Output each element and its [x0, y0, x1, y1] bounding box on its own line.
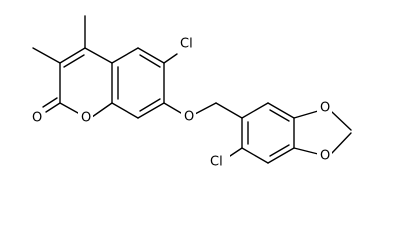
cl-benzyl-label: Cl [210, 155, 223, 170]
bond-c5-c6 [137, 47, 165, 64]
bond-c2-o-carbonyl [45, 102, 61, 113]
bond-c3-methyl [32, 47, 61, 64]
bond-c6-cl [163, 53, 178, 64]
bond-c7-c8 [137, 102, 165, 119]
bond-b6-b1 [241, 102, 269, 119]
bond-c7-c8-inner [139, 98, 161, 112]
bond-b5-b6-inner [269, 109, 290, 122]
atom-labels: Cl O O O Cl O O [29, 35, 332, 171]
bond-b2-cl [229, 147, 243, 157]
bond-o-ether-ch2 [194, 102, 217, 115]
cl-coumarin-label: Cl [180, 37, 193, 52]
bonds [32, 15, 352, 164]
atom-o-dioxole-top: O [317, 100, 332, 117]
bond-c8-c8a [111, 102, 139, 119]
bond-b5-b6 [267, 102, 295, 119]
o-dioxole-bottom-label: O [320, 149, 330, 164]
bond-c5-c6-inner [139, 54, 161, 68]
bond-o-top-ch2 [331, 111, 352, 131]
bond-c4-c3-inner [63, 54, 85, 68]
bond-c2-o1 [59, 102, 79, 114]
bond-b2-b3 [241, 147, 269, 164]
bond-c4a-c4 [84, 47, 113, 64]
molecule-structure: Cl O O O Cl O O [29, 15, 352, 171]
bond-c4-c3 [59, 47, 86, 64]
atom-cl-coumarin: Cl [177, 35, 199, 53]
bond-b4-o-bottom [293, 147, 319, 155]
bond-c2-o-carbonyl-2 [42, 97, 58, 108]
atom-o-dioxole-bottom: O [317, 147, 332, 164]
atom-o-carbonyl: O [29, 110, 44, 127]
bond-o1-c8a [91, 102, 113, 118]
bond-c4a-c5 [111, 47, 139, 64]
bond-c7-o-ether [163, 102, 182, 114]
bond-b3-b4 [267, 147, 295, 164]
bond-b5-o-top [293, 110, 319, 119]
o-ring-coumarin-label: O [81, 111, 91, 126]
bond-o-bottom-ch2 [331, 132, 352, 154]
atom-cl-benzyl: Cl [208, 153, 230, 171]
atom-o-ether: O [181, 108, 196, 125]
o-dioxole-top-label: O [320, 101, 330, 116]
bond-b3-b4-inner [269, 144, 290, 157]
bond-ch2-aryl [215, 102, 243, 119]
o-ether-label: O [184, 110, 194, 125]
o-carbonyl-label: O [32, 111, 42, 126]
atom-o-ring-coumarin: O [78, 110, 93, 127]
